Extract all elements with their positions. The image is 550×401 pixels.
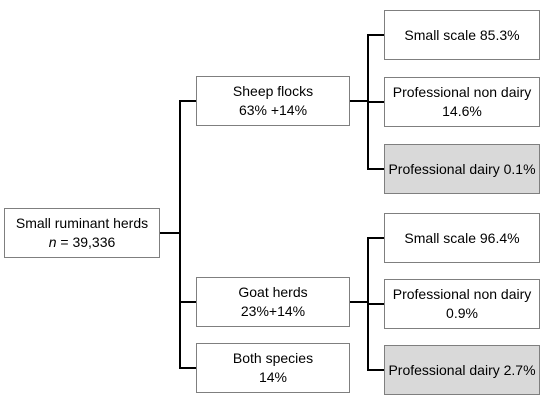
- node-goat-professional-dairy: Professional dairy 2.7%: [384, 345, 540, 395]
- goat-prof-non-dairy-share: 0.9%: [446, 305, 478, 321]
- sheep-prof-dairy-label: Professional dairy 0.1%: [388, 160, 536, 177]
- both-label: Both species: [232, 350, 314, 366]
- root-label: Small ruminant herds: [15, 215, 149, 231]
- goat-share: 23%+14%: [240, 303, 306, 319]
- node-small-ruminant-herds: Small ruminant herds n = 39,336: [4, 208, 160, 258]
- node-goat-small-scale: Small scale 96.4%: [384, 213, 540, 263]
- node-sheep-professional-non-dairy: Professional non dairy 14.6%: [384, 77, 540, 127]
- goat-label: Goat herds: [238, 284, 308, 300]
- node-sheep-flocks: Sheep flocks 63% +14%: [196, 76, 350, 126]
- node-goat-professional-non-dairy: Professional non dairy 0.9%: [384, 279, 540, 329]
- root-n-symbol: n: [48, 234, 57, 250]
- root-count: n = 39,336: [49, 233, 116, 252]
- sheep-share: 63% +14%: [238, 102, 308, 118]
- node-both-species: Both species 14%: [196, 343, 350, 393]
- node-goat-herds: Goat herds 23%+14%: [196, 277, 350, 327]
- sheep-prof-non-dairy-label: Professional non dairy: [392, 84, 532, 100]
- node-sheep-professional-dairy: Professional dairy 0.1%: [384, 144, 540, 194]
- root-n-value: = 39,336: [56, 234, 116, 250]
- goat-prof-non-dairy-label: Professional non dairy: [392, 286, 532, 302]
- goat-prof-dairy-label: Professional dairy 2.7%: [388, 361, 536, 378]
- node-sheep-small-scale: Small scale 85.3%: [384, 10, 540, 60]
- sheep-small-scale-label: Small scale 85.3%: [404, 26, 520, 43]
- goat-small-scale-label: Small scale 96.4%: [404, 229, 520, 246]
- both-share: 14%: [258, 369, 288, 385]
- sheep-label: Sheep flocks: [232, 83, 314, 99]
- sheep-prof-non-dairy-share: 14.6%: [442, 103, 482, 119]
